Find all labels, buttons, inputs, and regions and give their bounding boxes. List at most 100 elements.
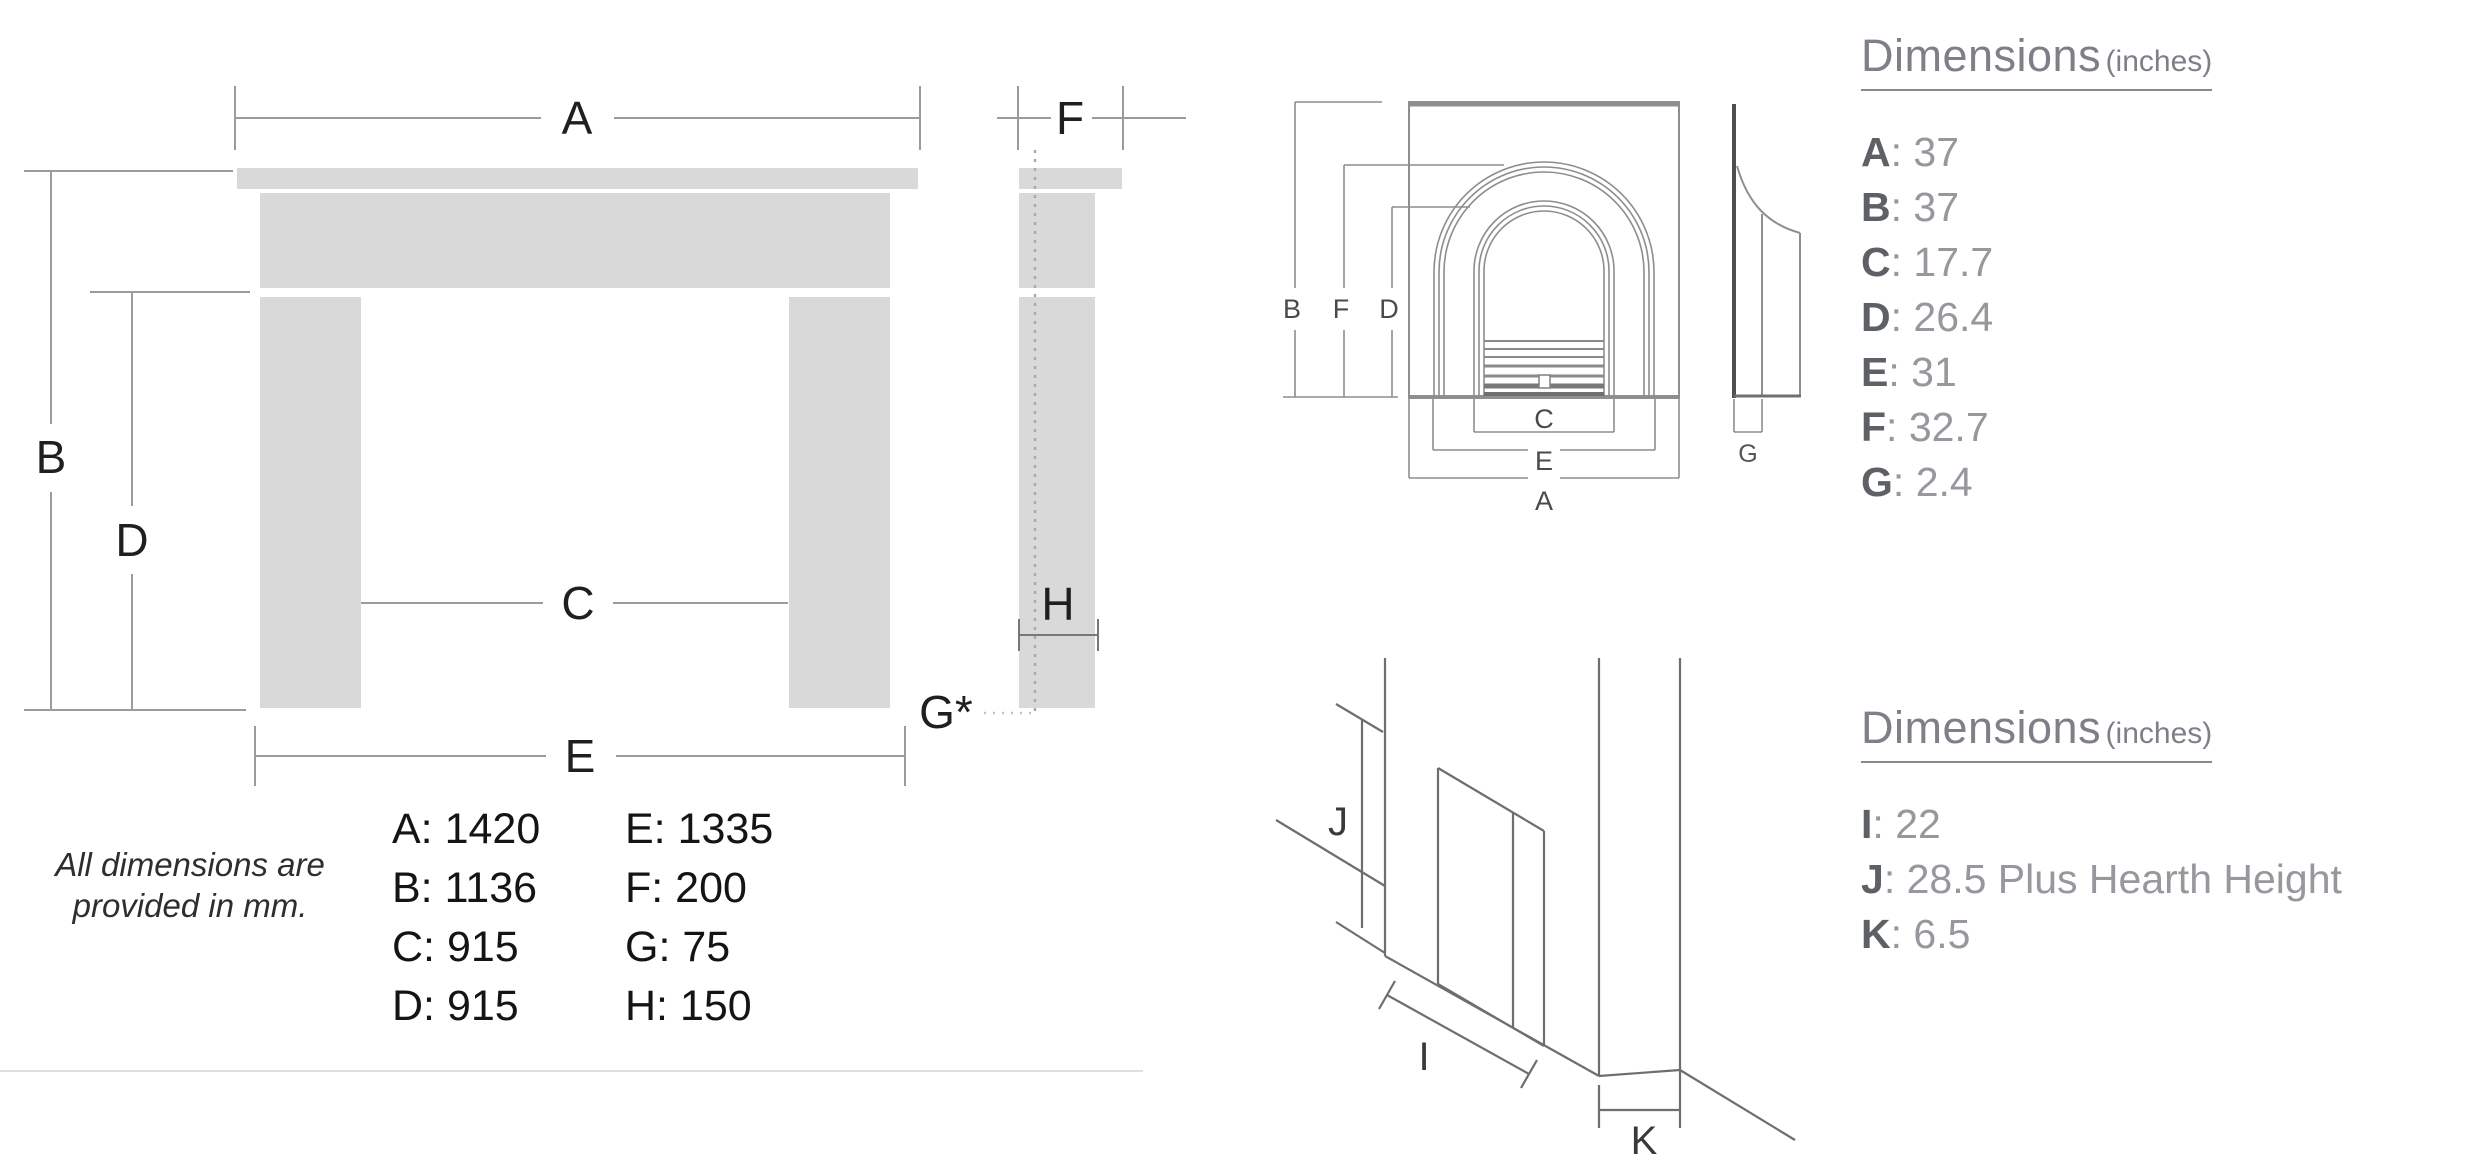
inches-row-label: J: [1861, 856, 1884, 902]
mantel-shelf: [237, 168, 918, 189]
inches-row-label: K: [1861, 911, 1891, 957]
inches-heading-title: Dimensions: [1861, 702, 2102, 753]
ins-dim-d-label: D: [1379, 294, 1399, 324]
inches-row-value: : 28.5 Plus Hearth Height: [1883, 856, 2342, 902]
inches-row: K: 6.5: [1861, 907, 2461, 962]
mantel-front-view: A B D C E: [24, 86, 921, 786]
inches-row-value: : 31: [1888, 349, 1957, 395]
inches-heading-unit: (inches): [2105, 717, 2213, 750]
inches-row-value: : 22: [1872, 801, 1941, 847]
inches-row-value: : 37: [1890, 184, 1959, 230]
side-frieze: [1019, 193, 1095, 288]
mantel-left-leg: [260, 297, 361, 708]
inches-row: B: 37: [1861, 180, 2461, 235]
mm-value: H: 150: [625, 982, 752, 1030]
ins-dim-g-label: G: [1738, 440, 1757, 468]
mm-note-line2: provided in mm.: [72, 887, 308, 924]
opening-top-edge: [1437, 767, 1545, 832]
chimney-opening-iso-diagram: J I K: [1275, 658, 1796, 1157]
inches-row: F: 32.7: [1861, 400, 2461, 455]
inches-row-label: E: [1861, 349, 1889, 395]
inches-dimensions-block-2: Dimensions (inches) I: 22 J: 28.5 Plus H…: [1861, 702, 2461, 962]
mm-note: All dimensions are provided in mm.: [15, 844, 365, 926]
inches-row-value: : 2.4: [1892, 459, 1973, 505]
inches-row-value: : 37: [1890, 129, 1959, 175]
mm-row: A: 1420 E: 1335: [392, 800, 773, 859]
hearth-level-line: [1275, 819, 1386, 887]
mantel-side-view: F H G*: [919, 86, 1186, 738]
inches-row: I: 22: [1861, 797, 2461, 852]
inches-list-1: A: 37 B: 37 C: 17.7 D: 26.4 E: 31 F: 32.…: [1861, 125, 2461, 510]
dim-b-label: B: [36, 431, 67, 483]
dim-i-line: [1386, 994, 1530, 1075]
inches-row-value: : 32.7: [1886, 404, 1989, 450]
inches-row-label: C: [1861, 239, 1891, 285]
inches-row: J: 28.5 Plus Hearth Height: [1861, 852, 2461, 907]
mm-value: G: 75: [625, 923, 731, 971]
inches-row-label: D: [1861, 294, 1891, 340]
dim-j-top-tick: [1335, 703, 1384, 733]
mm-value: C: 915: [392, 923, 519, 971]
mm-dimension-list: A: 1420 E: 1335 B: 1136 F: 200 C: 915 G:…: [392, 800, 773, 1036]
dim-a-label: A: [562, 92, 593, 144]
dim-e-label: E: [565, 730, 596, 782]
insert-front-diagram: B F D: [1283, 101, 1680, 516]
inches-row-label: G: [1861, 459, 1893, 505]
mm-value: A: 1420: [392, 805, 541, 853]
mm-note-line1: All dimensions are: [55, 846, 325, 883]
insert-side-profile: G: [1732, 104, 1801, 468]
ins-dim-b-label: B: [1283, 294, 1301, 324]
inches-row: C: 17.7: [1861, 235, 2461, 290]
mm-row: D: 915 H: 150: [392, 977, 773, 1036]
dim-j-label: J: [1328, 800, 1348, 844]
inches-list-2: I: 22 J: 28.5 Plus Hearth Height K: 6.5: [1861, 797, 2461, 962]
inches-row: A: 37: [1861, 125, 2461, 180]
side-shelf: [1019, 168, 1122, 189]
inner-arch: [1483, 210, 1605, 398]
grate-emblem: [1538, 374, 1551, 389]
mm-value: F: 200: [625, 864, 747, 912]
opening-bottom-edge: [1437, 983, 1545, 1047]
inner-arch: [1478, 205, 1610, 398]
inches-row-label: F: [1861, 404, 1887, 450]
dim-f-label: F: [1056, 92, 1084, 144]
floor-line: [1679, 1069, 1796, 1141]
ins-dim-f-label: F: [1333, 294, 1350, 324]
g-star-label: G*: [919, 686, 973, 738]
outer-arch: [1433, 161, 1655, 398]
dim-j-bottom-tick: [1335, 921, 1386, 954]
mantel-right-leg: [789, 297, 890, 708]
mm-value: B: 1136: [392, 864, 538, 912]
mm-row: C: 915 G: 75: [392, 918, 773, 977]
inches-heading-1: Dimensions (inches): [1861, 30, 2213, 91]
dim-k-label: K: [1631, 1119, 1658, 1157]
side-leg: [1019, 297, 1095, 708]
inches-row-value: : 26.4: [1890, 294, 1994, 340]
inches-dimensions-block-1: Dimensions (inches) A: 37 B: 37 C: 17.7 …: [1861, 30, 2461, 510]
mm-row: B: 1136 F: 200: [392, 859, 773, 918]
inches-row-label: I: [1861, 801, 1873, 847]
mm-value: D: 915: [392, 982, 519, 1030]
inner-arch: [1473, 200, 1615, 398]
dim-h-label: H: [1041, 578, 1074, 630]
dim-i-tick: [1520, 1059, 1538, 1089]
ins-dim-a-label: A: [1535, 486, 1553, 516]
inches-row-value: : 17.7: [1890, 239, 1994, 285]
outer-arch: [1438, 166, 1650, 398]
breast-base-return: [1598, 1068, 1681, 1078]
dim-d-label: D: [115, 514, 148, 566]
mantel-frieze: [260, 193, 890, 288]
inches-heading-2: Dimensions (inches): [1861, 702, 2213, 763]
inches-row: D: 26.4: [1861, 290, 2461, 345]
insert-fascia: [1408, 101, 1680, 399]
ins-dim-c-label: C: [1534, 404, 1554, 434]
dim-c-label: C: [561, 577, 594, 629]
profile-curve: [1736, 165, 1801, 234]
outer-arch: [1443, 171, 1645, 398]
dim-i-label: I: [1418, 1035, 1429, 1079]
inches-row: G: 2.4: [1861, 455, 2461, 510]
section-divider: [0, 1070, 1143, 1072]
inches-heading-title: Dimensions: [1861, 30, 2102, 81]
inches-row-label: A: [1861, 129, 1891, 175]
